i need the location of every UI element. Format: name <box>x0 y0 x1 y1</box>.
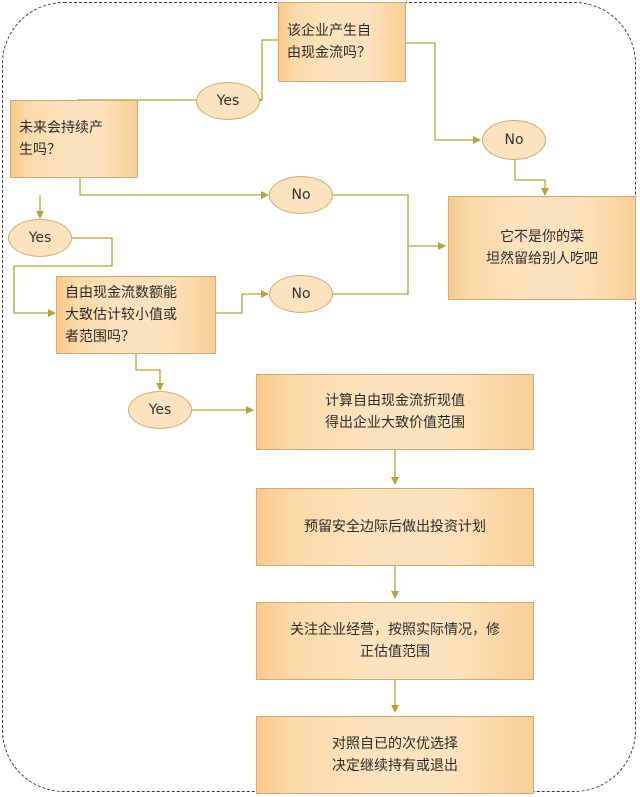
decision-yes-1-label: Yes <box>216 93 240 109</box>
box-compute-value-text: 计算自由现金流折现值 得出企业大致价值范围 <box>325 393 465 431</box>
decision-no-1: No <box>482 120 546 160</box>
connector-sustainable-to-no2 <box>79 178 269 199</box>
decision-no-2: No <box>269 176 333 214</box>
box-compare: 对照自已的次优选择 决定继续持有或退出 <box>256 716 534 794</box>
box-safety-margin-text: 预留安全边际后做出投资计划 <box>304 519 486 535</box>
decision-no-3: No <box>269 275 333 313</box>
box-reject-text: 它不是你的菜 坦然留给别人吃吧 <box>486 229 598 267</box>
connector-no3-to-reject <box>333 246 409 295</box>
box-free-cash-flow-question-text: 该企业产生自 由现金流吗？ <box>287 23 371 61</box>
connector-no2-to-reject <box>333 194 446 250</box>
connector-estimate-to-yes3 <box>135 354 164 391</box>
decision-yes-1: Yes <box>196 82 260 120</box>
box-free-cash-flow-question: 该企业产生自 由现金流吗？ <box>278 2 406 82</box>
decision-yes-3-label: Yes <box>148 402 172 418</box>
box-compare-text: 对照自已的次优选择 决定继续持有或退出 <box>332 736 458 774</box>
decision-yes-3: Yes <box>128 391 192 429</box>
box-estimate-question: 自由现金流数额能 大致估计较小值或 者范围吗？ <box>56 276 216 354</box>
decision-yes-2-label: Yes <box>28 230 52 246</box>
box-safety-margin: 预留安全边际后做出投资计划 <box>256 488 534 566</box>
connector-estimate-to-no3 <box>215 290 269 314</box>
box-sustainable-question: 未来会持续产 生吗？ <box>10 100 138 178</box>
decision-no-3-label: No <box>291 286 311 302</box>
box-reject: 它不是你的菜 坦然留给别人吃吧 <box>448 196 636 300</box>
connector-no1-to-reject <box>514 160 549 196</box>
decision-yes-2: Yes <box>8 219 72 257</box>
box-compute-value: 计算自由现金流折现值 得出企业大致价值范围 <box>256 374 534 450</box>
decision-no-2-label: No <box>291 187 311 203</box>
connector-fcf-to-yes1 <box>258 39 278 101</box>
box-monitor: 关注企业经营，按照实际情况，修 正估值范围 <box>256 602 534 680</box>
box-estimate-question-text: 自由现金流数额能 大致估计较小值或 者范围吗？ <box>65 285 177 345</box>
connector-yes2-to-estimate <box>13 237 113 317</box>
decision-no-1-label: No <box>504 132 524 148</box>
box-monitor-text: 关注企业经营，按照实际情况，修 正估值范围 <box>290 622 500 660</box>
connector-fcf-to-no1 <box>405 42 481 144</box>
box-sustainable-question-text: 未来会持续产 生吗？ <box>19 120 103 158</box>
